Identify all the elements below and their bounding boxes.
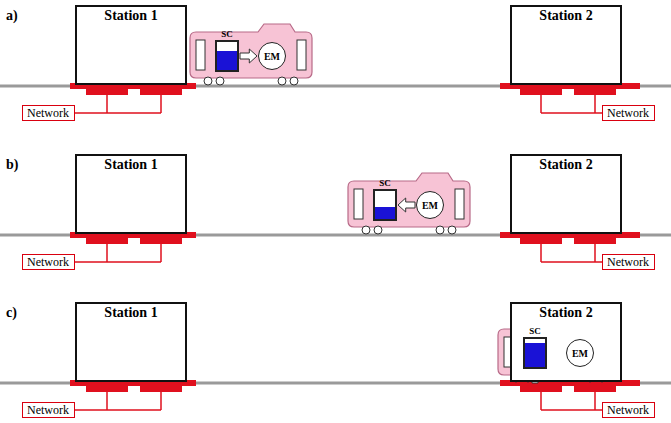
station-text: Station 1 [77,156,185,173]
station-box: Station 2 [510,5,622,85]
electric-motor: EM [258,42,286,70]
electric-motor: EM [566,339,594,367]
sc-text: SC [515,326,555,336]
em-text: EM [264,51,280,62]
net-text: Network [27,255,70,269]
charge-level [217,51,237,70]
network-label: Network [22,254,75,270]
sc-text: SC [207,29,247,39]
station-box: Station 1 [75,5,187,85]
station-text: Station 2 [512,156,620,173]
row-label: a) [6,8,18,24]
net-text: Network [27,106,70,120]
supercapacitor: SC [373,189,397,221]
station-text: Station 2 [512,304,620,321]
energy-flow-arrow [240,49,257,63]
network-label: Network [22,105,75,121]
network-label: Network [22,402,75,418]
row-label: c) [6,305,17,321]
station-box: Station 1 [75,154,187,234]
row-label: b) [6,157,18,173]
electric-motor: EM [416,191,444,219]
net-text: Network [607,403,650,417]
charge-level [375,207,395,219]
net-text: Network [607,106,650,120]
net-text: Network [27,403,70,417]
track-row [0,380,671,410]
network-label: Network [602,402,655,418]
train-body [348,173,470,234]
energy-flow-arrow [398,198,415,212]
net-text: Network [607,255,650,269]
station-text: Station 1 [77,7,185,24]
network-label: Network [602,254,655,270]
charge-level [525,343,545,367]
sc-text: SC [365,178,405,188]
network-label: Network [602,105,655,121]
track-row [0,232,671,262]
supercapacitor: SC [215,40,239,72]
station-text: Station 2 [512,7,620,24]
track-row [0,83,671,113]
station-box: Station 1 [75,302,187,382]
station-text: Station 1 [77,304,185,321]
supercapacitor: SC [523,337,547,369]
em-text: EM [422,200,438,211]
em-text: EM [572,348,588,359]
station-box: Station 2 [510,154,622,234]
train-body [190,24,312,85]
